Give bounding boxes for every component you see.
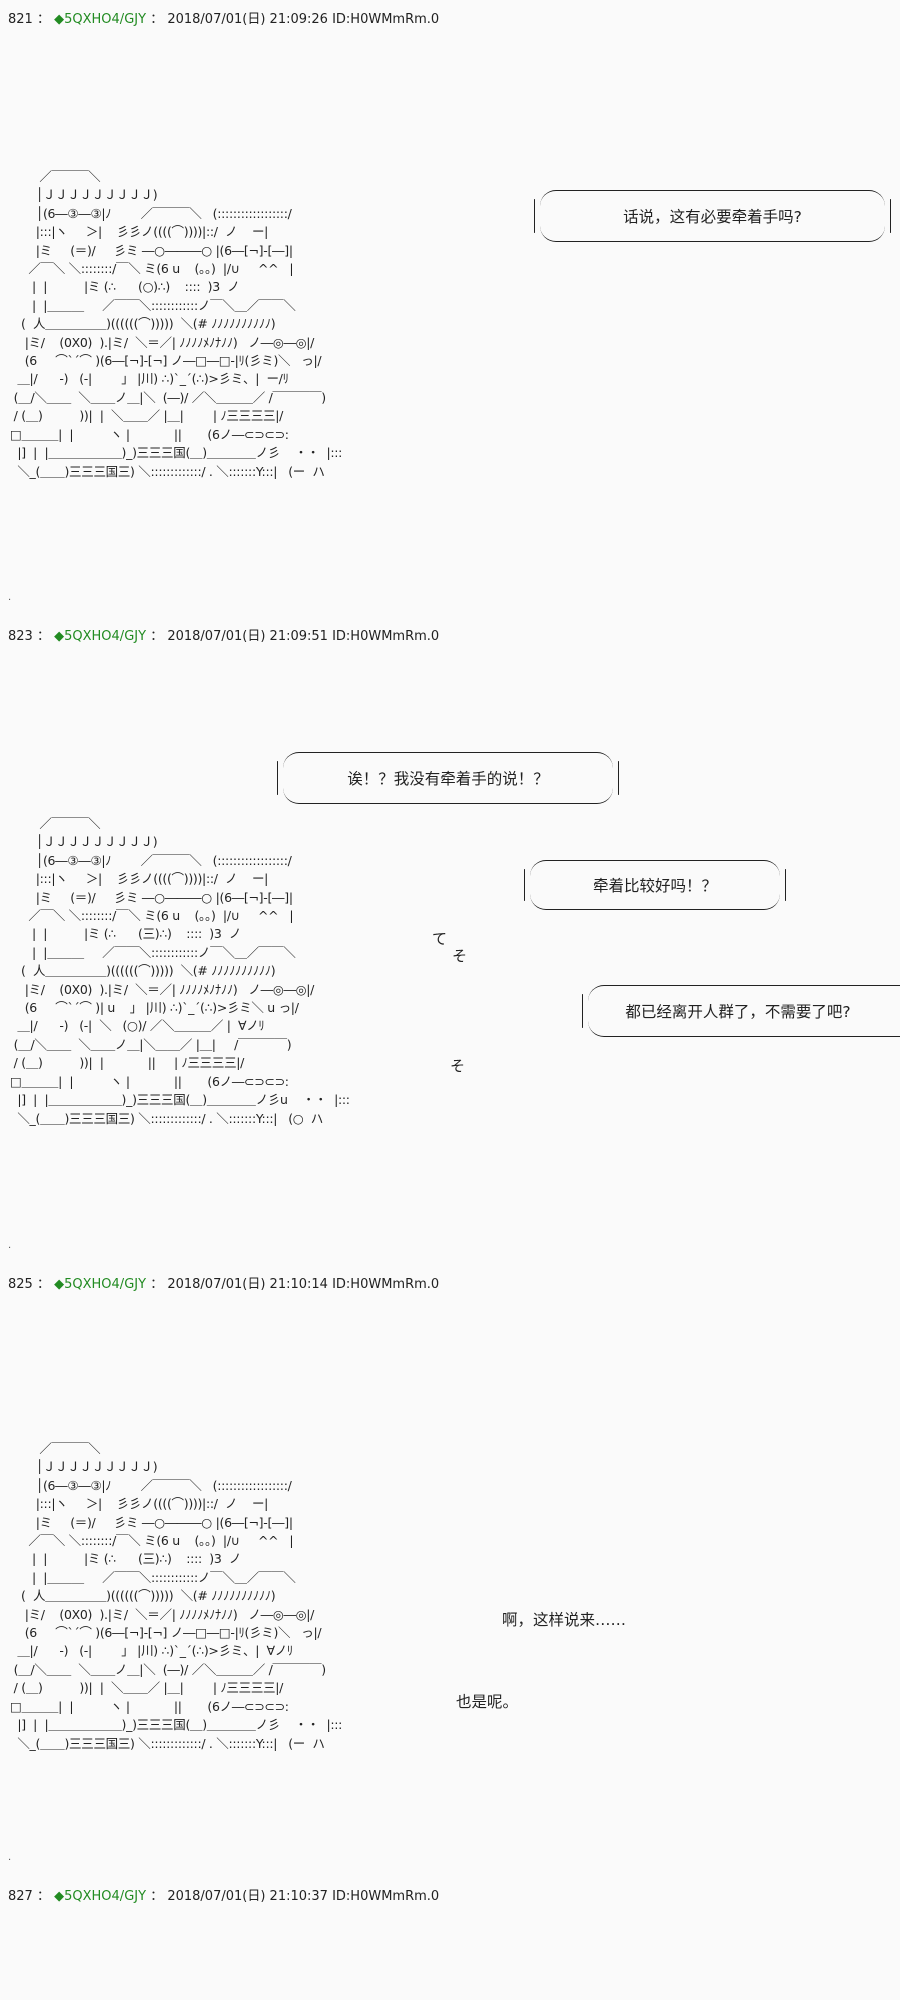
post-date: 2018/07/01(日) 21:09:51 ID:H0WMmRm.0 (167, 629, 440, 644)
separator: ： (36, 629, 50, 644)
post-date: 2018/07/01(日) 21:10:14 ID:H0WMmRm.0 (167, 1277, 440, 1292)
separator: ： (36, 12, 50, 27)
separator: ： (36, 1277, 50, 1292)
post-date: 2018/07/01(日) 21:09:26 ID:H0WMmRm.0 (167, 12, 440, 27)
separator: ： (150, 1889, 164, 1904)
speech-bubble: 牵着比较好吗！？ (524, 860, 786, 910)
poster-trip: ◆5QXHO4/GJY (54, 1277, 147, 1292)
post-number: 821 (8, 12, 33, 27)
dialogue-line: 也是呢。 (456, 1693, 519, 1711)
bubble-text: 话说，这有必要牵着手吗? (623, 208, 802, 226)
post-end-dot: . (8, 1852, 12, 1863)
post-number: 827 (8, 1889, 33, 1904)
sound-effect: そ (450, 1057, 466, 1075)
post-header-827: 827 ： ◆5QXHO4/GJY ： 2018/07/01(日) 21:10:… (8, 1885, 439, 1904)
post-number: 825 (8, 1277, 33, 1292)
dialogue-line: 啊，这样说来…… (502, 1611, 627, 1629)
separator: ： (150, 629, 164, 644)
post-number: 823 (8, 629, 33, 644)
speech-bubble: 诶！？我没有牵着手的说！？ (277, 752, 619, 804)
speech-bubble: 话说，这有必要牵着手吗? (534, 190, 891, 242)
bubble-text: 牵着比较好吗！？ (592, 877, 717, 895)
bubble-text: 都已经离开人群了，不需要了吧? (625, 1003, 851, 1021)
speech-bubble: 都已经离开人群了，不需要了吧? (582, 985, 900, 1037)
sound-effect: て (432, 930, 448, 948)
post-header-825: 825 ： ◆5QXHO4/GJY ： 2018/07/01(日) 21:10:… (8, 1273, 439, 1292)
post-header-821: 821 ： ◆5QXHO4/GJY ： 2018/07/01(日) 21:09:… (8, 8, 439, 27)
bubble-text: 诶！？我没有牵着手的说！？ (347, 770, 549, 788)
ascii-art-scene-2: ／￣￣￣＼ │ＪＪＪＪＪＪＪＪＪ) │(6―③―③|ﾉ ／￣￣￣＼ (:::::… (10, 816, 350, 1126)
post-date: 2018/07/01(日) 21:10:37 ID:H0WMmRm.0 (167, 1889, 440, 1904)
sound-effect: そ (452, 947, 468, 965)
separator: ： (36, 1889, 50, 1904)
ascii-art-scene-3: ／￣￣￣＼ │ＪＪＪＪＪＪＪＪＪ) │(6―③―③|ﾉ ／￣￣￣＼ (:::::… (10, 1441, 343, 1751)
separator: ： (150, 1277, 164, 1292)
post-end-dot: . (8, 592, 12, 603)
post-end-dot: . (8, 1240, 12, 1251)
poster-trip: ◆5QXHO4/GJY (54, 1889, 147, 1904)
poster-trip: ◆5QXHO4/GJY (54, 12, 147, 27)
separator: ： (150, 12, 164, 27)
ascii-art-scene-1: ／￣￣￣＼ │ＪＪＪＪＪＪＪＪＪ) │(6―③―③|ﾉ ／￣￣￣＼ (:::::… (10, 169, 343, 479)
poster-trip: ◆5QXHO4/GJY (54, 629, 147, 644)
post-header-823: 823 ： ◆5QXHO4/GJY ： 2018/07/01(日) 21:09:… (8, 625, 439, 644)
